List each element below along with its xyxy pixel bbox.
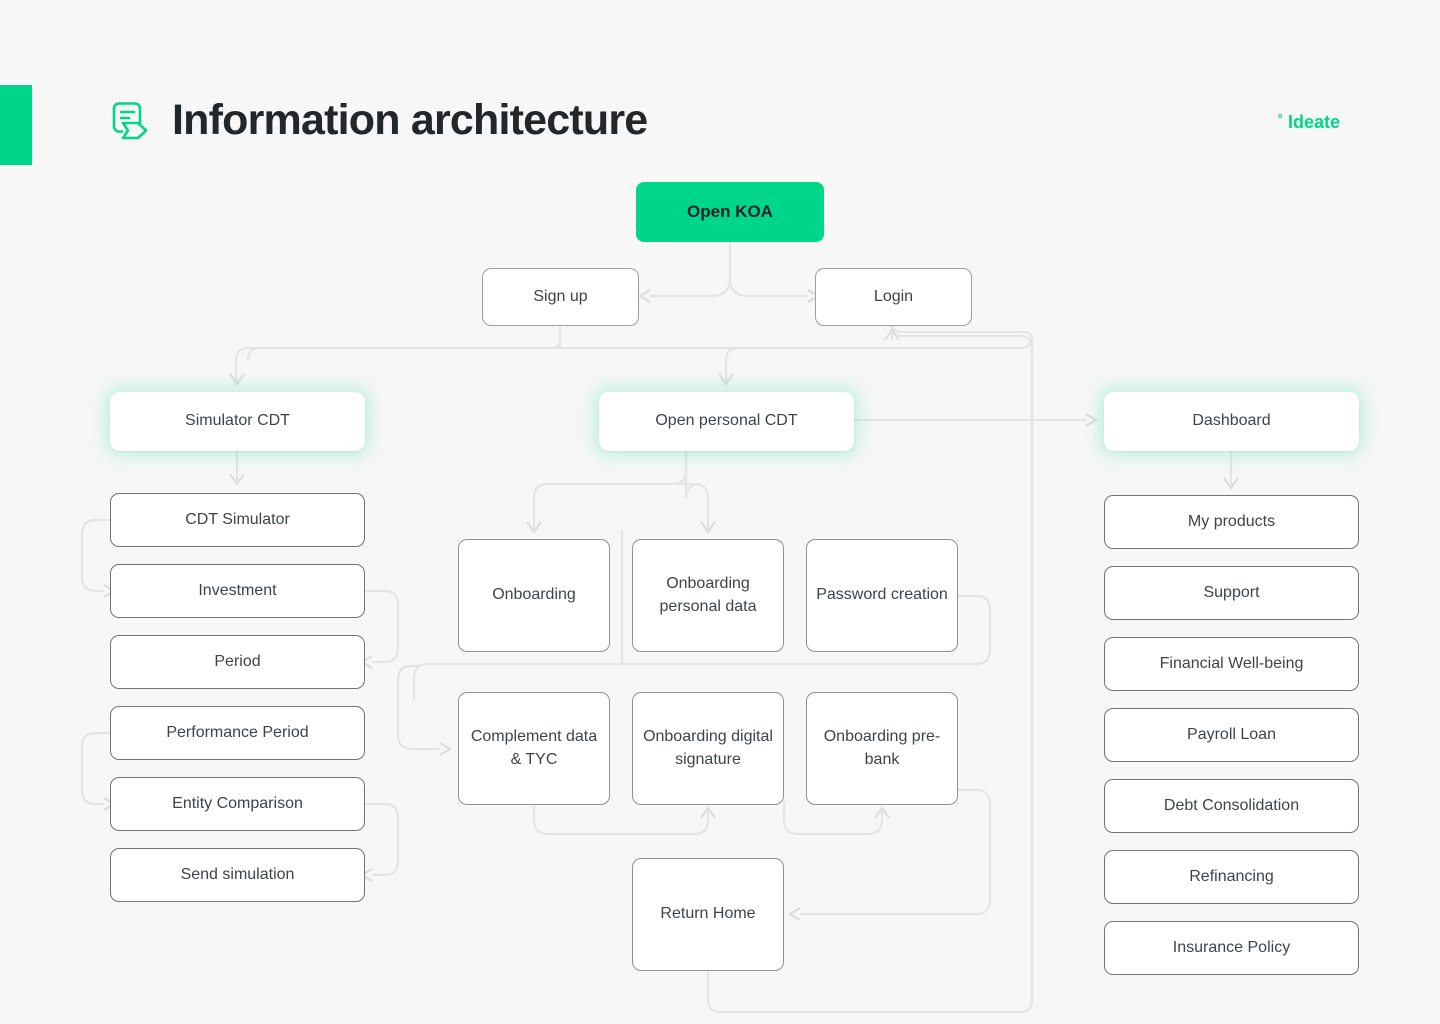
brand-label: ° Ideate [1277,111,1340,133]
brand-name: Ideate [1287,112,1340,132]
node-my-products[interactable]: My products [1104,495,1359,549]
node-send-simulation[interactable]: Send simulation [110,848,365,902]
degree-mark-icon: ° [1277,111,1283,126]
page-header: Information architecture [104,95,648,144]
node-entity-comparison[interactable]: Entity Comparison [110,777,365,831]
node-return-home[interactable]: Return Home [632,858,784,971]
node-refinancing[interactable]: Refinancing [1104,850,1359,904]
left-accent-bar [0,85,32,165]
node-dashboard[interactable]: Dashboard [1104,392,1359,451]
node-performance-period[interactable]: Performance Period [110,706,365,760]
node-password-creation[interactable]: Password creation [806,539,958,652]
node-payroll-loan[interactable]: Payroll Loan [1104,708,1359,762]
node-cdt-simulator[interactable]: CDT Simulator [110,493,365,547]
node-sign-up[interactable]: Sign up [482,268,639,326]
node-onboarding-pre-bank[interactable]: Onboarding pre-bank [806,692,958,805]
node-open-koa[interactable]: Open KOA [636,182,824,242]
document-flow-icon [104,96,152,144]
node-investment[interactable]: Investment [110,564,365,618]
node-simulator-cdt[interactable]: Simulator CDT [110,392,365,451]
node-complement-data-tyc[interactable]: Complement data & TYC [458,692,610,805]
node-onboarding-digital-signature[interactable]: Onboarding digital signature [632,692,784,805]
node-support[interactable]: Support [1104,566,1359,620]
node-onboarding[interactable]: Onboarding [458,539,610,652]
node-open-personal-cdt[interactable]: Open personal CDT [599,392,854,451]
page-title: Information architecture [172,95,648,144]
node-onboarding-personal-data[interactable]: Onboarding personal data [632,539,784,652]
node-insurance-policy[interactable]: Insurance Policy [1104,921,1359,975]
node-debt-consolidation[interactable]: Debt Consolidation [1104,779,1359,833]
node-login[interactable]: Login [815,268,972,326]
node-period[interactable]: Period [110,635,365,689]
node-financial-well-being[interactable]: Financial Well-being [1104,637,1359,691]
